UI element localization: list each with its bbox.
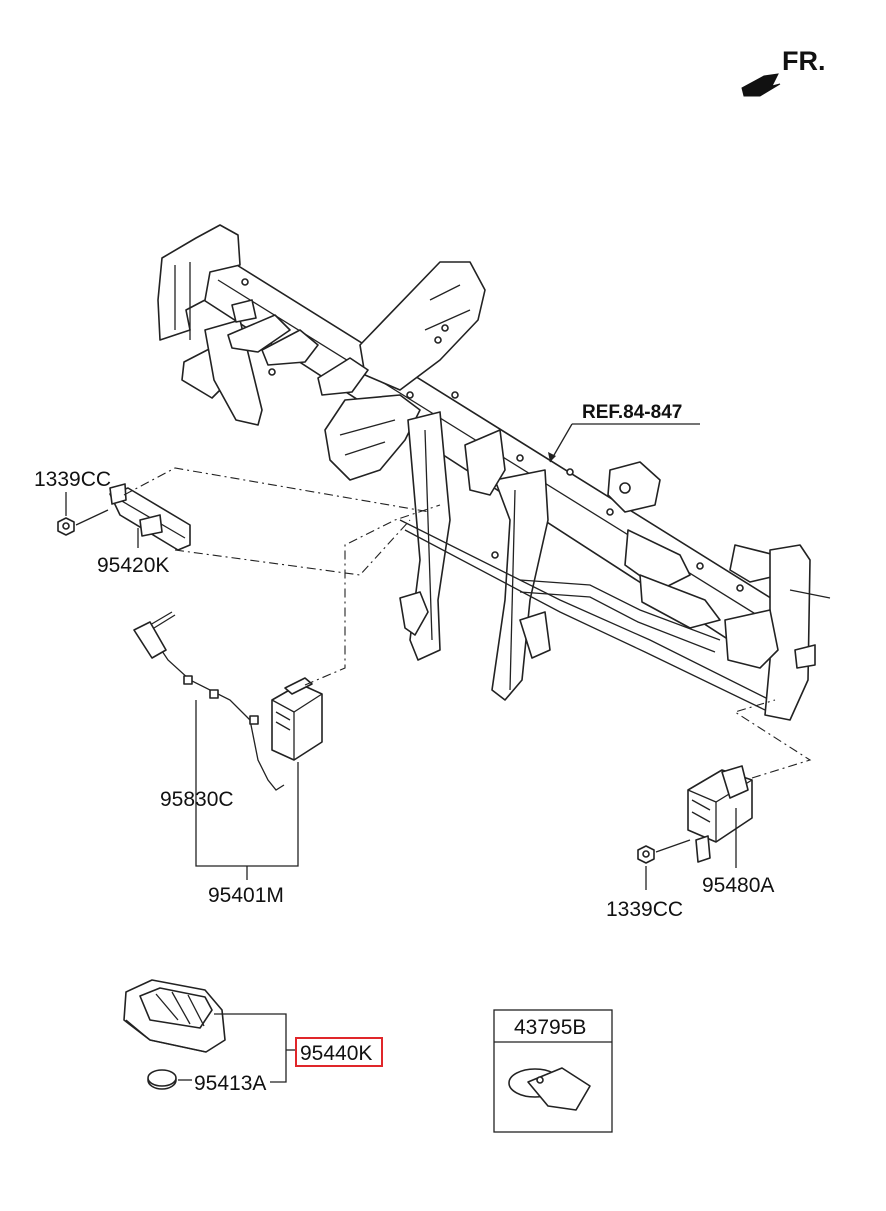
nut-left-drawing [57, 509, 109, 536]
battery-drawing [147, 1069, 177, 1090]
highlight-box [295, 1037, 383, 1067]
part-label-95420k[interactable]: 95420K [97, 554, 169, 577]
part-label-95401m[interactable]: 95401M [208, 884, 284, 907]
smart-key-fob-drawing [123, 979, 226, 1053]
bracket-95420k-drawing [109, 483, 191, 551]
nut-right-drawing [637, 839, 691, 864]
control-unit-95480a-drawing [687, 765, 753, 863]
part-label-1339cc-right[interactable]: 1339CC [606, 898, 683, 921]
reference-label[interactable]: REF.84-847 [582, 402, 682, 423]
part-label-1339cc-left[interactable]: 1339CC [34, 468, 111, 491]
antenna-cable-drawing [133, 611, 285, 791]
part-label-95440k[interactable]: 95440K [300, 1042, 372, 1065]
part-label-95830c[interactable]: 95830C [160, 788, 234, 811]
cowl-crossmember-assembly [157, 224, 831, 721]
part-label-95480a[interactable]: 95480A [702, 874, 774, 897]
front-direction-label: FR. [782, 46, 826, 76]
part-label-43795b[interactable]: 43795B [514, 1016, 586, 1039]
front-direction-indicator: FR. [741, 46, 826, 97]
part-label-95413a[interactable]: 95413A [194, 1072, 266, 1095]
key-tag-box: 43795B [493, 1009, 613, 1133]
key-tag-drawing [527, 1067, 591, 1111]
reference-callout[interactable]: REF.84-847 [548, 402, 700, 463]
smart-key-module-drawing [271, 677, 323, 761]
front-direction-arrow-icon [741, 73, 781, 97]
